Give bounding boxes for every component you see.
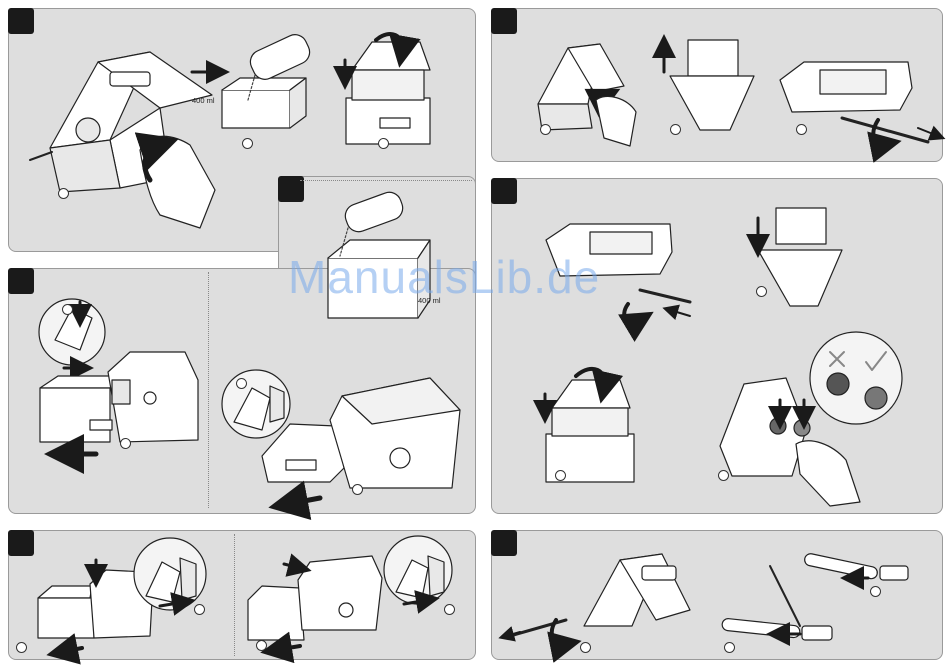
rotate-arrow: [552, 620, 566, 644]
arrow: [918, 128, 938, 136]
arrow: [670, 310, 690, 316]
humidifier-closing-2: [546, 380, 634, 482]
step-marker: [378, 138, 389, 149]
device-full-small: [248, 556, 382, 640]
arrow: [284, 564, 300, 568]
arrow: [62, 648, 82, 652]
hand: [596, 96, 636, 146]
step-marker: [718, 470, 729, 481]
step-marker: [555, 470, 566, 481]
device-with-humidifier: [262, 378, 460, 488]
detail-callout: [810, 332, 902, 424]
water-tank-fill: [222, 31, 314, 128]
watermark: ManualsLib.de: [288, 250, 600, 304]
rotate-arrow: [873, 120, 886, 144]
step-marker: [58, 188, 69, 199]
water-tank-lid-insert: [758, 208, 842, 306]
humidifier-tank-side: [108, 352, 198, 442]
tube-adapter: [722, 553, 908, 640]
step-marker: [870, 586, 881, 597]
rotate-arrow: [624, 304, 640, 322]
step-marker: [194, 604, 205, 615]
step-marker: [16, 642, 27, 653]
arrow: [276, 646, 300, 650]
arrow: [288, 498, 320, 504]
step-marker: [120, 438, 131, 449]
water-tank-lid: [670, 40, 754, 130]
step-marker: [540, 124, 551, 135]
step-marker: [62, 304, 73, 315]
humidifier-seal-check: [720, 378, 810, 476]
volume-label: 400 ml: [192, 96, 215, 105]
base-unit: [40, 376, 118, 442]
step-marker: [256, 640, 267, 651]
humidifier-closing: [346, 42, 430, 144]
step-marker: [580, 642, 591, 653]
step-marker: [756, 286, 767, 297]
step-marker: [724, 642, 735, 653]
step-marker: [670, 124, 681, 135]
step-marker: [242, 138, 253, 149]
hand: [796, 441, 860, 506]
step-marker: [236, 378, 247, 389]
step-marker: [796, 124, 807, 135]
step-marker: [444, 604, 455, 615]
step-marker: [352, 484, 363, 495]
device-tube-port: [510, 554, 690, 636]
